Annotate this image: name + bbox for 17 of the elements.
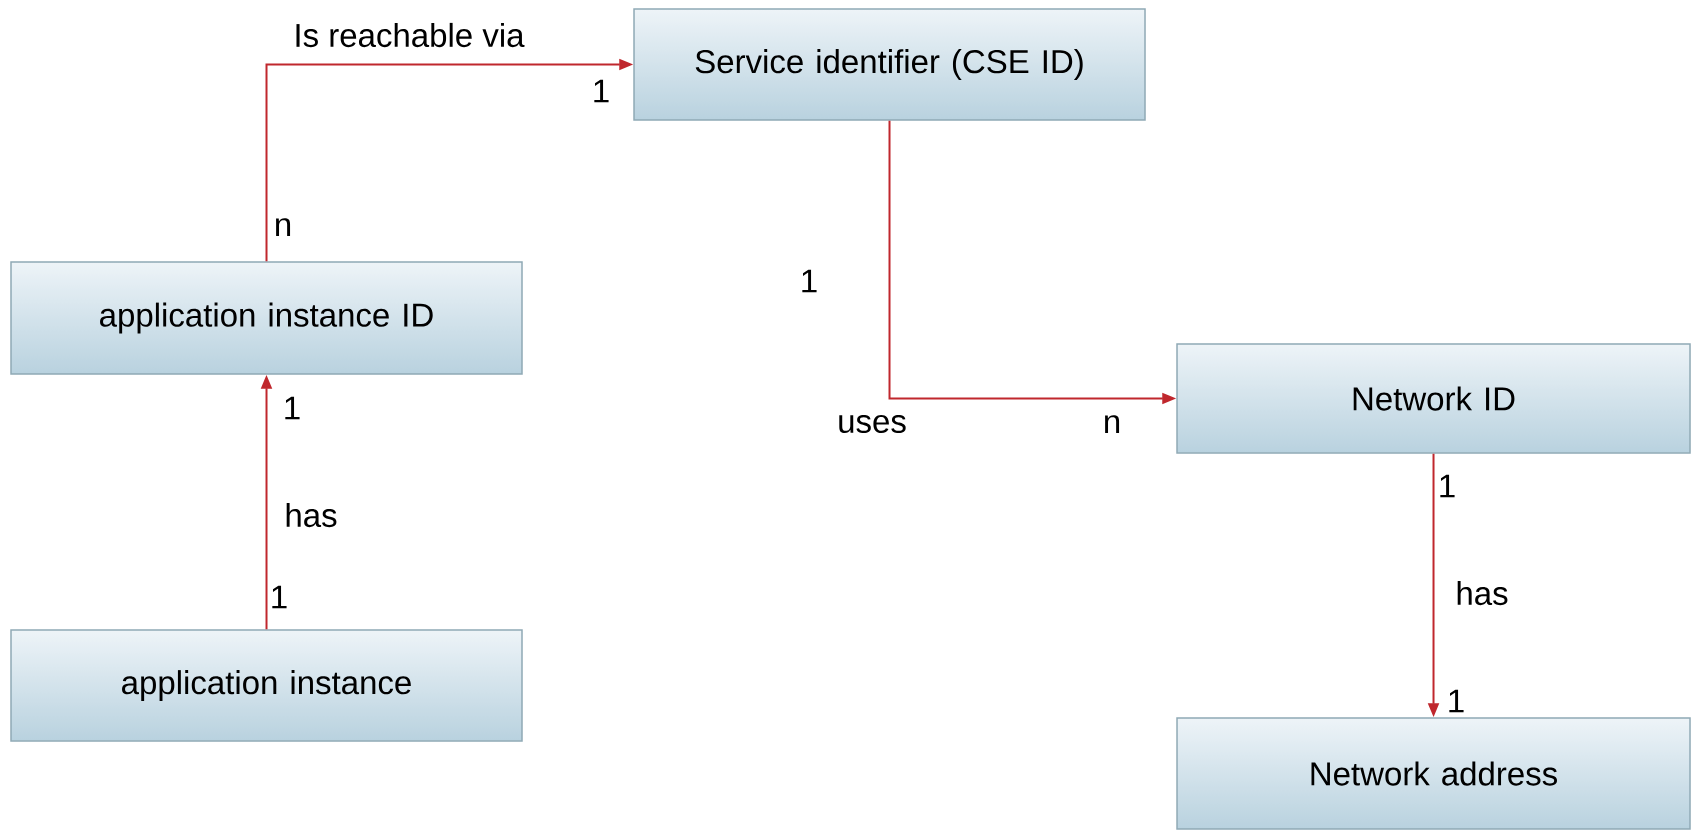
edge-label: has xyxy=(282,500,340,530)
edge-label: uses xyxy=(835,412,909,436)
multiplicity-label: 1 xyxy=(272,585,287,609)
multiplicity-label: n xyxy=(1105,415,1120,433)
edge-label: has xyxy=(1453,578,1511,608)
multiplicity-label: 1 xyxy=(285,396,300,420)
entity-box: application instance ID xyxy=(10,261,523,375)
multiplicity-label: 1 xyxy=(1440,474,1455,498)
multiplicity-label: n xyxy=(276,218,291,236)
multiplicity-label: 1 xyxy=(1449,689,1464,713)
multiplicity-label: 1 xyxy=(594,79,609,103)
entity-box: application instance xyxy=(10,629,523,742)
multiplicity-label: 1 xyxy=(802,269,817,293)
entity-box: Service identifier (CSE ID) xyxy=(633,8,1146,121)
edge-label: Is reachable via xyxy=(291,20,527,50)
entity-box: Network address xyxy=(1176,717,1691,830)
entity-box: Network ID xyxy=(1176,343,1691,454)
